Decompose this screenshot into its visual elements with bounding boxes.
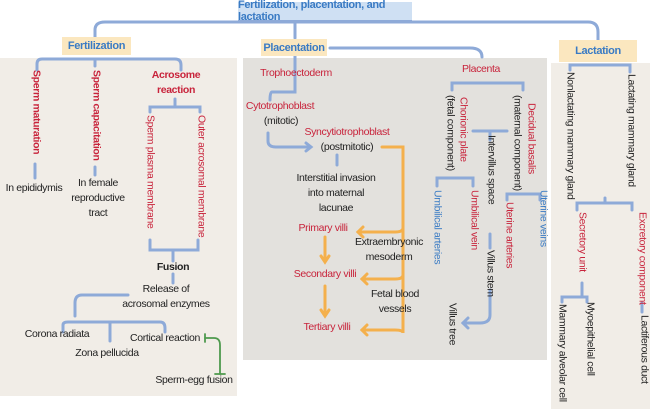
title: Fertilization, placentation, and lactati… [238, 0, 386, 23]
uterine-veins: Uterine veins [537, 190, 550, 247]
fetal-component: (fetal component) [444, 95, 457, 171]
title-box: Fertilization, placentation, and lactati… [238, 0, 412, 23]
secretory-unit: Secretory unit [576, 212, 589, 272]
umbilical-arteries: Umbilical arteries [431, 190, 444, 265]
excretory-component: Excretory component [636, 212, 649, 305]
umbilical-vein: Umbilical vein [468, 190, 481, 250]
maternal-component: (maternal component) [511, 95, 524, 191]
mitotic: (mitotic) [263, 115, 299, 127]
primary-villi: Primary villi [298, 222, 348, 234]
cytotrophoblast: Cytotrophoblast [245, 100, 315, 112]
mammary-alveolar-cell: Mammary alveolar cell [556, 304, 569, 402]
sperm-plasma-membrane: Sperm plasma membrane [144, 115, 157, 229]
lactation-panel [551, 63, 650, 409]
placentation-label: Placentation [261, 39, 327, 56]
tertiary-villi: Tertiary villi [303, 321, 351, 333]
villus-tree: Villus tree [446, 303, 459, 346]
sperm-maturation: Sperm maturation [30, 70, 43, 155]
placenta: Placenta [461, 63, 501, 75]
lactating-mammary-gland: Lactating mammary gland [625, 74, 638, 187]
fertilization-label: Fertilization [62, 37, 131, 55]
lactation-label: Lactation [559, 40, 637, 62]
corona-radiata: Corona radiata [24, 328, 90, 340]
villus-stem: Villus stem [484, 250, 497, 297]
outer-acrosomal-membrane: Outer acrosomal membrane [195, 115, 208, 238]
fertilization-panel [0, 58, 237, 396]
nonlactating-mammary-gland: Nonlactating mammary gland [564, 72, 577, 200]
lactiferous-duct: Lactiferous duct [638, 315, 650, 384]
fetal-blood-vessels: Fetal blood vessels [370, 288, 420, 315]
release-of-acrosomal-enzymes: Release of acrosomal enzymes [122, 283, 210, 310]
cortical-reaction: Cortical reaction [130, 332, 200, 344]
zona-pellucida: Zona pellucida [75, 347, 139, 359]
extraembryonic-mesoderm: Extraembryonic mesoderm [354, 236, 424, 263]
in-female-reproductive-tract: In female reproductive tract [71, 177, 125, 219]
syncytiotrophoblast: Syncytiotrophoblast [304, 126, 390, 138]
trophoectoderm: Trophoectoderm [260, 67, 332, 79]
acrosome-reaction: Acrosome reaction [151, 69, 201, 96]
decidual-basalis: Decidual basalis [525, 103, 538, 174]
secondary-villi: Secondary villi [293, 268, 357, 280]
sperm-capacitation: Sperm capacitation [90, 70, 103, 161]
uterine-arteries: Uterine arteries [503, 202, 516, 269]
postmitotic: (postmitotic) [320, 141, 374, 153]
fusion: Fusion [156, 261, 190, 273]
myoepithelial-cell: Myoepithelial cell [584, 302, 597, 376]
chorionic-plate: Chorionic plate [457, 97, 470, 162]
interstitial-invasion: Interstitial invasion into maternal lacu… [296, 172, 376, 214]
sperm-egg-fusion: Sperm-egg fusion [155, 374, 233, 386]
placentation-panel [243, 58, 547, 360]
in-epididymis: In epididymis [5, 182, 63, 194]
intervillus-space: Intervillus space [485, 135, 498, 205]
